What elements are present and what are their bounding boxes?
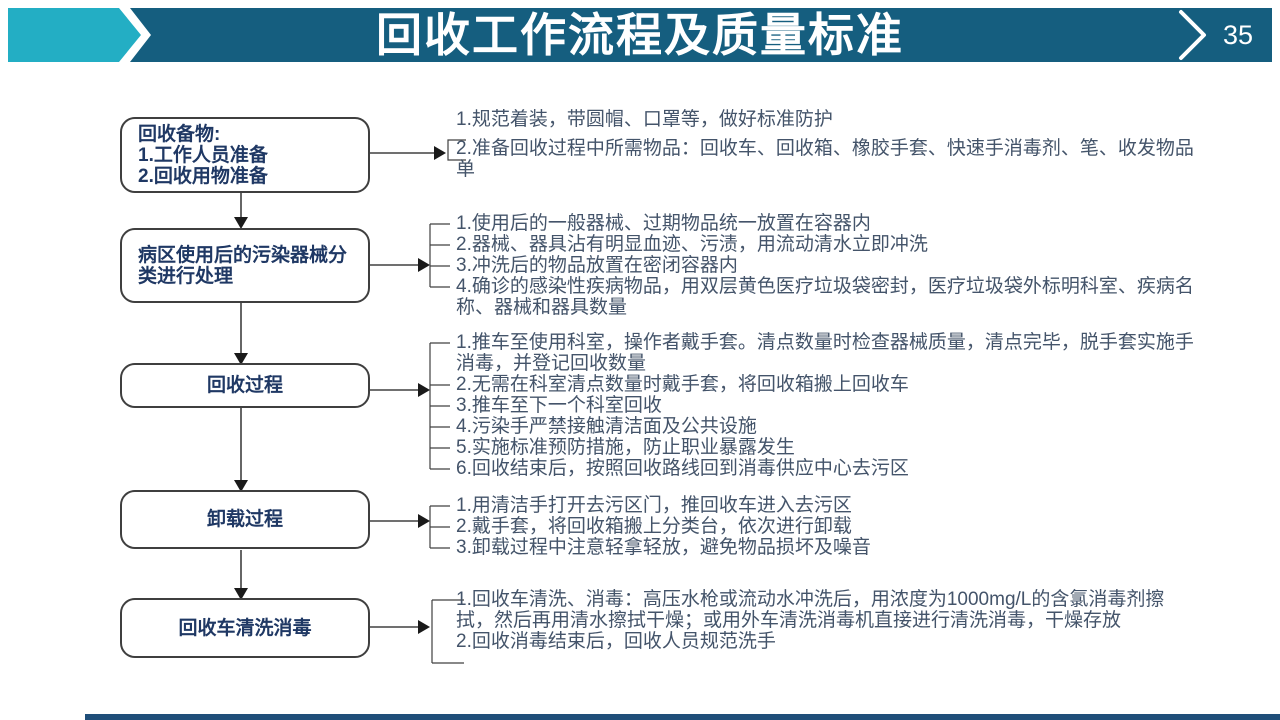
flow-step-label: 病区使用后的污染器械分类进行处理 [138,244,348,287]
notes-section-cart-cleaning: 1.回收车清洗、消毒：高压水枪或流动水冲洗后，用浓度为1000mg/L的含氯消毒… [456,589,1196,652]
note-item: 5.实施标准预防措施，防止职业暴露发生 [456,437,795,458]
note-item: 1.规范着装，带圆帽、口罩等，做好标准防护 [456,109,833,130]
flow-step-label: 回收过程 [206,375,283,396]
note-item: 6.回收结束后，按照回收路线回到消毒供应中心去污区 [456,458,909,479]
header-band-shape [130,8,1272,62]
flow-step-line: 1.工作人员准备 [138,144,268,166]
page-title: 回收工作流程及质量标准 [376,9,904,61]
header-band [8,8,1272,62]
notes-section-sorting: 1.使用后的一般器械、过期物品统一放置在容器内 2.器械、器具沾有明显血迹、污渍… [456,213,1196,318]
page-number: 35 [1222,20,1254,50]
header-accent-chevron [8,8,141,62]
note-item: 3.冲洗后的物品放置在密闭容器内 [456,255,738,276]
flow-step-line: 2.回收用物准备 [138,165,268,187]
flow-step-line: 回收备物: [138,123,221,145]
note-item: 2.准备回收过程中所需物品：回收车、回收箱、橡胶手套、快速手消毒剂、笔、收发物品… [456,138,1194,180]
note-item: 2.无需在科室清点数量时戴手套，将回收箱搬上回收车 [456,374,909,395]
flow-step-recycle-process: 回收过程 [120,363,370,408]
note-item: 1.使用后的一般器械、过期物品统一放置在容器内 [456,213,871,234]
flow-step-label: 回收车清洗消毒 [178,617,312,639]
flow-step-contaminated-instrument-sorting: 病区使用后的污染器械分类进行处理 [120,228,370,303]
notes-section-recycle-process: 1.推车至使用科室，操作者戴手套。清点数量时检查器械质量，清点完毕，脱手套实施手… [456,332,1196,479]
note-item: 3.推车至下一个科室回收 [456,395,662,416]
note-item: 4.确诊的感染性疾病物品，用双层黄色医疗垃圾袋密封，医疗垃圾袋外标明科室、疾病名… [456,276,1194,318]
note-item: 4.污染手严禁接触清洁面及公共设施 [456,416,757,437]
flow-step-unloading-process: 卸载过程 [120,490,370,549]
flow-step-recycle-preparation: 回收备物: 1.工作人员准备 2.回收用物准备 [120,117,370,193]
page-number-chevron-icon [1179,10,1206,60]
flow-step-label: 卸载过程 [206,509,283,530]
note-item: 2.器械、器具沾有明显血迹、污渍，用流动清水立即冲洗 [456,234,928,255]
note-item: 1.推车至使用科室，操作者戴手套。清点数量时检查器械质量，清点完毕，脱手套实施手… [456,332,1194,374]
note-item: 2.戴手套，将回收箱搬上分类台，依次进行卸载 [456,516,852,537]
notes-section-preparation: 1.规范着装，带圆帽、口罩等，做好标准防护 2.准备回收过程中所需物品：回收车、… [456,109,1196,180]
note-item: 1.回收车清洗、消毒：高压水枪或流动水冲洗后，用浓度为1000mg/L的含氯消毒… [456,589,1165,631]
note-item: 2.回收消毒结束后，回收人员规范洗手 [456,631,776,652]
flow-step-cart-cleaning-disinfection: 回收车清洗消毒 [120,598,370,658]
notes-section-unloading: 1.用清洁手打开去污区门，推回收车进入去污区 2.戴手套，将回收箱搬上分类台，依… [456,495,1196,558]
bottom-accent-bar [85,714,1280,720]
note-item: 1.用清洁手打开去污区门，推回收车进入去污区 [456,495,852,516]
note-item: 3.卸载过程中注意轻拿轻放，避免物品损坏及噪音 [456,537,871,558]
